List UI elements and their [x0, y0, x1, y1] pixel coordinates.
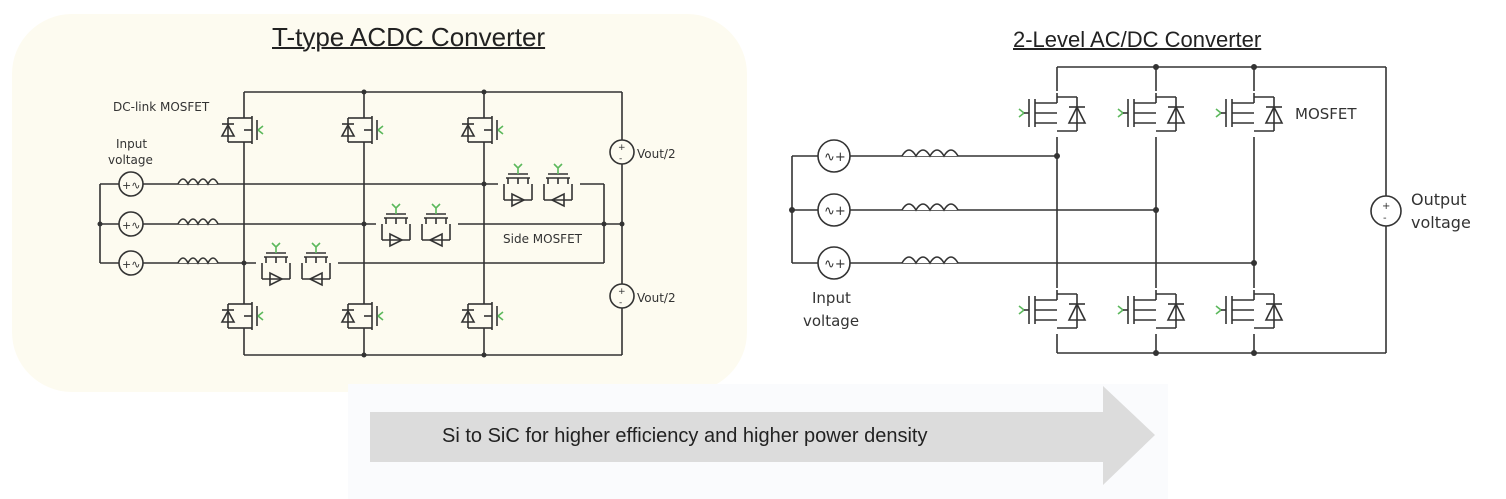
- dc-source-icon: +-: [1370, 195, 1402, 227]
- dc-link-label: DC-link MOSFET: [113, 100, 210, 114]
- svg-text:-: -: [619, 154, 622, 164]
- arrow-shape: [370, 386, 1155, 485]
- input-label-2: voltage: [108, 153, 153, 167]
- mosfet-icon: [458, 296, 504, 336]
- side-mosfet-icon: [376, 203, 458, 252]
- svg-text:+∿: +∿: [122, 258, 140, 271]
- output-label-2: voltage: [1411, 213, 1471, 232]
- mosfet-icon: [218, 110, 264, 150]
- t-type-title: T-type ACDC Converter: [272, 22, 546, 52]
- mosfet-icon: [1017, 288, 1089, 334]
- ac-source-icon: ∿+: [817, 246, 851, 280]
- svg-text:+: +: [618, 287, 626, 297]
- side-mosfet-label: Side MOSFET: [503, 232, 583, 246]
- arrow-label: Si to SiC for higher efficiency and high…: [442, 425, 928, 447]
- two-level-title: 2-Level AC/DC Converter: [1013, 27, 1262, 52]
- svg-text:∿+: ∿+: [824, 150, 846, 165]
- side-mosfet-icon: [498, 163, 580, 212]
- mosfet-icon: [338, 296, 384, 336]
- inductor-icon: [177, 257, 219, 265]
- svg-text:∿+: ∿+: [824, 204, 846, 219]
- ac-source-icon: +∿: [118, 171, 144, 197]
- mosfet-icon: [338, 110, 384, 150]
- svg-text:-: -: [619, 298, 622, 308]
- ac-source-icon: +∿: [118, 211, 144, 237]
- t-type-panel: [12, 14, 747, 392]
- input-label-1: Input: [812, 289, 851, 307]
- inductor-icon: [177, 178, 219, 186]
- junction-dots: [789, 64, 1257, 356]
- mosfet-icon: [1214, 288, 1286, 334]
- vout-top-label: Vout/2: [637, 147, 676, 161]
- mosfet-icon: [1214, 91, 1286, 137]
- ac-source-icon: ∿+: [817, 139, 851, 173]
- side-mosfet-icon: [256, 242, 338, 291]
- inductor-icon: [901, 149, 959, 158]
- ac-source-icon: +∿: [118, 250, 144, 276]
- mosfet-icon: [1017, 91, 1089, 137]
- svg-text:+: +: [1382, 201, 1390, 212]
- input-label-1: Input: [116, 137, 147, 151]
- mosfet-icon: [458, 110, 504, 150]
- output-label-1: Output: [1411, 190, 1467, 209]
- svg-text:+: +: [618, 143, 626, 153]
- svg-text:∿+: ∿+: [824, 257, 846, 272]
- mosfet-icon: [1116, 91, 1188, 137]
- dc-source-icon: +-: [609, 139, 635, 165]
- inductor-icon: [177, 218, 219, 226]
- inductor-icon: [901, 256, 959, 265]
- mosfet-icon: [1116, 288, 1188, 334]
- inductor-icon: [901, 203, 959, 212]
- svg-text:+∿: +∿: [122, 179, 140, 192]
- mosfet-label: MOSFET: [1295, 105, 1357, 123]
- vout-bottom-label: Vout/2: [637, 291, 676, 305]
- input-label-2: voltage: [803, 312, 859, 330]
- svg-text:+∿: +∿: [122, 219, 140, 232]
- dc-source-icon: +-: [609, 283, 635, 309]
- junction-dots: [97, 89, 625, 358]
- svg-text:-: -: [1383, 213, 1387, 224]
- mosfet-icon: [218, 296, 264, 336]
- ac-source-icon: ∿+: [817, 193, 851, 227]
